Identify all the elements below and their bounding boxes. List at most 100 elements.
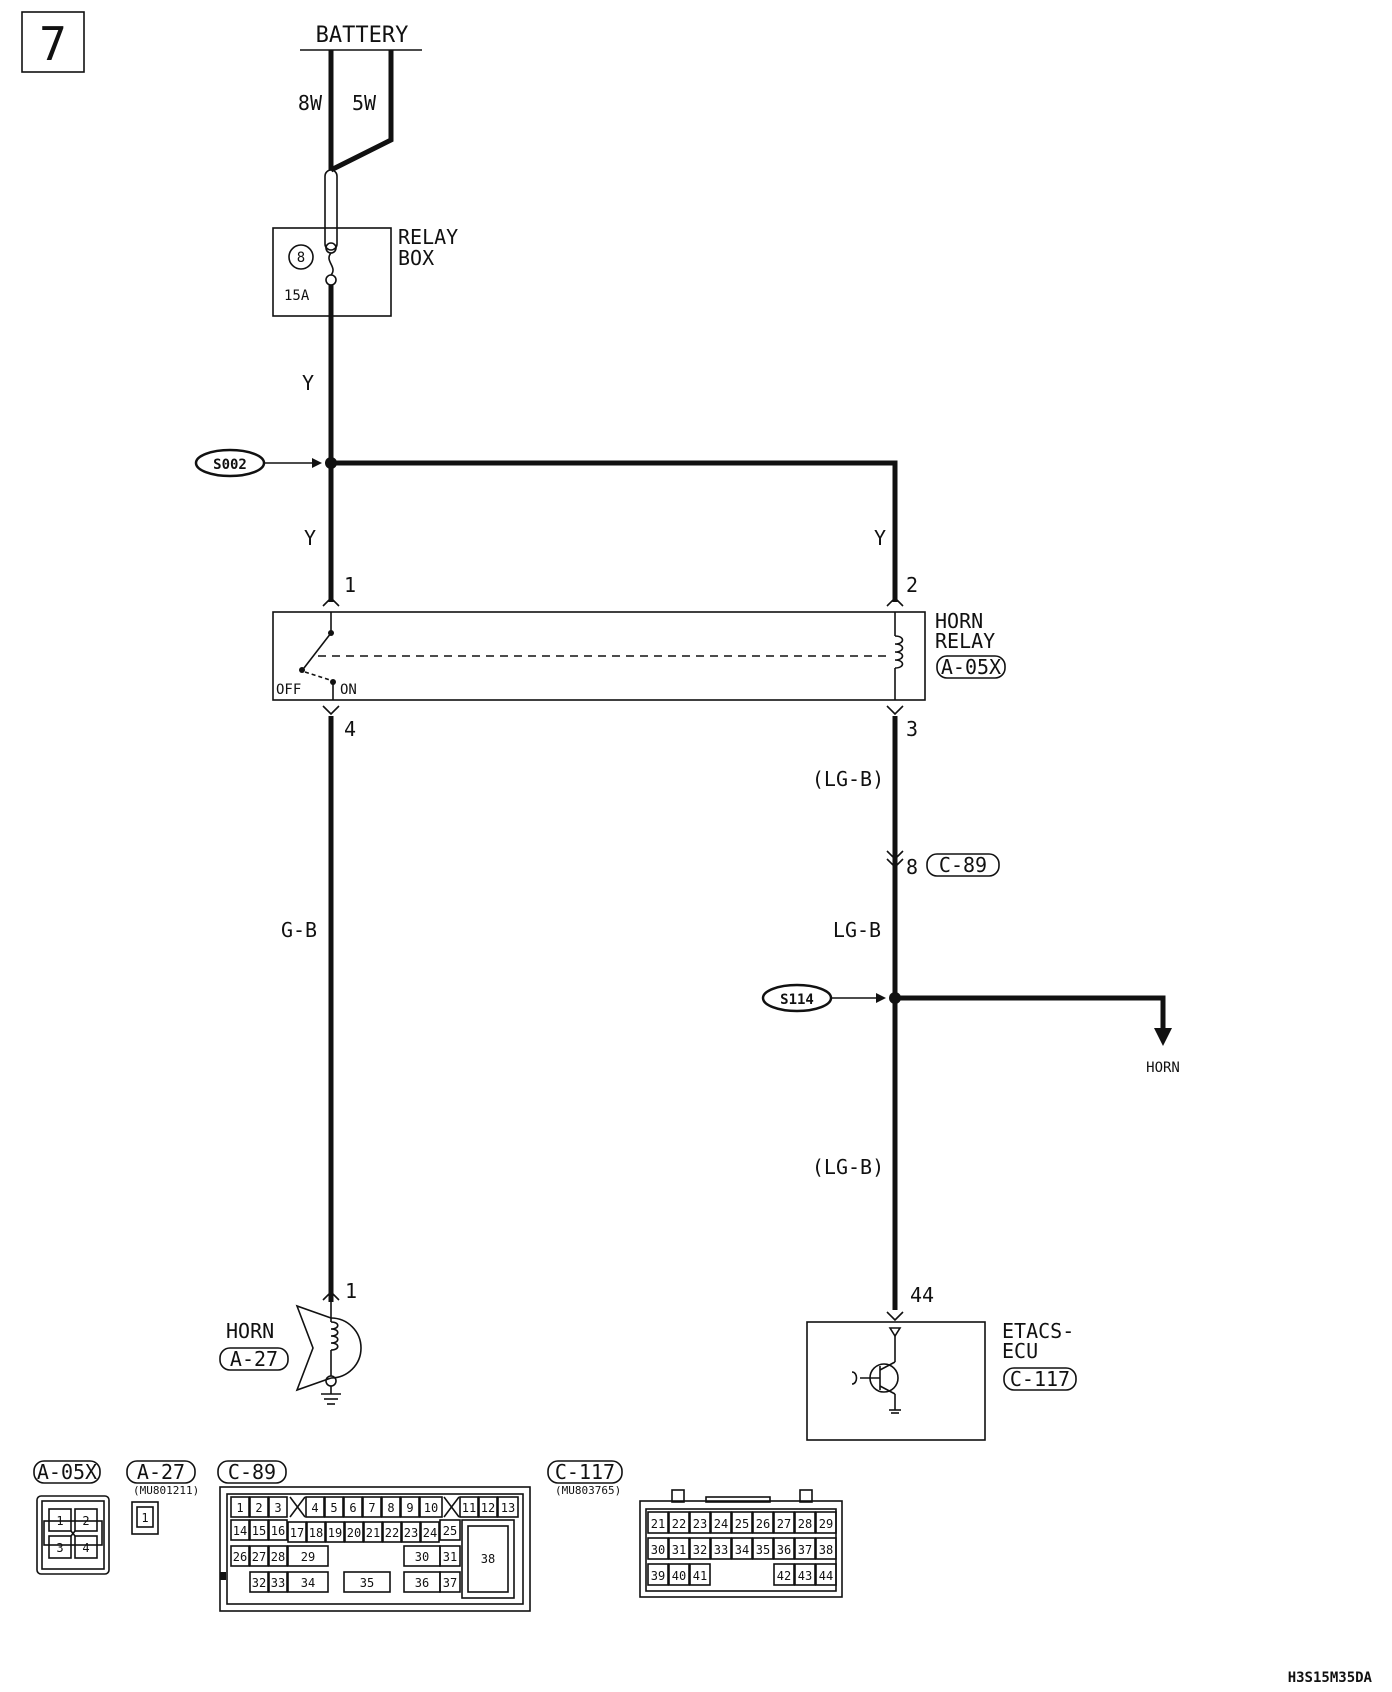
relay-box-label-2: BOX <box>398 246 434 270</box>
c89-pin: 19 <box>328 1526 342 1540</box>
c117-pin: 22 <box>672 1517 686 1531</box>
c117-pin: 41 <box>693 1569 707 1583</box>
c89-pin: 1 <box>236 1501 243 1515</box>
a05x-connector-face <box>36 1495 110 1575</box>
wire-y-branch <box>331 460 898 602</box>
c89-pin: 7 <box>368 1501 375 1515</box>
c89-title-badge <box>217 1460 287 1484</box>
relay-pin-2: 2 <box>906 573 918 597</box>
a05x-pin: 3 <box>56 1541 63 1555</box>
c117-pin: 32 <box>693 1543 707 1557</box>
etacs-connector: C-117 <box>1010 1367 1070 1391</box>
c89-title: C-89 <box>228 1460 276 1484</box>
c117-pin: 21 <box>651 1517 665 1531</box>
connector-chevron-pin1 <box>322 596 340 607</box>
relay-pin-3: 3 <box>906 717 918 741</box>
wire-label-lgb-2: LG-B <box>833 918 881 942</box>
c117-title-badge <box>547 1460 623 1484</box>
wire-label-y-right: Y <box>874 526 886 550</box>
a05x-pin: 4 <box>82 1541 89 1555</box>
relay-switch-throw <box>304 671 331 681</box>
c89-pin: 13 <box>501 1501 515 1515</box>
fusible-link <box>324 169 338 251</box>
connector-chevron-horn <box>322 1290 340 1301</box>
relay-coil <box>894 635 904 669</box>
c117-row-2 <box>647 1537 837 1560</box>
c89-pin: 36 <box>415 1576 429 1590</box>
c89-pin: 24 <box>423 1526 437 1540</box>
c89-pin: 35 <box>360 1576 374 1590</box>
c89-pin: 26 <box>233 1550 247 1564</box>
c117-pin: 29 <box>819 1517 833 1531</box>
horn-relay-label-2: RELAY <box>935 629 995 653</box>
relay-on-label: ON <box>340 682 357 698</box>
fuse-terminal-bottom <box>325 274 337 286</box>
c89-pin: 28 <box>271 1550 285 1564</box>
page-number-box <box>21 11 85 73</box>
c89-pin: 27 <box>252 1550 266 1564</box>
horn-label: HORN <box>226 1319 274 1343</box>
c89-pin: 6 <box>349 1501 356 1515</box>
a05x-pin: 2 <box>82 1514 89 1528</box>
fuse-rating: 15A <box>284 288 310 304</box>
splice-s002-arrowhead <box>312 458 322 468</box>
transistor-icon <box>851 1327 902 1414</box>
c117-pin: 33 <box>714 1543 728 1557</box>
wire-label-lgb-3: (LG-B) <box>812 1155 884 1179</box>
etacs-label-1: ETACS- <box>1002 1319 1074 1343</box>
etacs-connector-badge <box>1003 1367 1077 1391</box>
c89-pin: 23 <box>404 1526 418 1540</box>
c89-pin: 14 <box>233 1524 247 1538</box>
c89-row-3 <box>230 1545 461 1567</box>
c89-pin: 4 <box>311 1501 318 1515</box>
c117-pin: 31 <box>672 1543 686 1557</box>
page-code: H3S15M35DA <box>1288 1670 1373 1686</box>
a27-title-badge <box>126 1460 196 1484</box>
c89-pin: 20 <box>347 1526 361 1540</box>
c89-pin: 3 <box>274 1501 281 1515</box>
etacs-pin: 44 <box>910 1283 934 1307</box>
c89-pin: 29 <box>301 1550 315 1564</box>
horn-relay-box <box>272 611 926 701</box>
c89-pin: 10 <box>424 1501 438 1515</box>
c89-pin: 16 <box>271 1524 285 1538</box>
c89-pin: 2 <box>255 1501 262 1515</box>
connector-chevron-pin3 <box>886 705 904 716</box>
fuse-element <box>328 252 334 276</box>
c89-row-2 <box>230 1519 461 1543</box>
horn-relay-label-1: HORN <box>935 609 983 633</box>
page-number: 7 <box>39 17 67 71</box>
c89-pin: 31 <box>443 1550 457 1564</box>
horn-connector-badge <box>219 1347 289 1371</box>
c117-pin: 44 <box>819 1569 833 1583</box>
c117-pin: 39 <box>651 1569 665 1583</box>
c89-row-1 <box>230 1496 519 1518</box>
c117-pin: 38 <box>819 1543 833 1557</box>
c117-pin: 43 <box>798 1569 812 1583</box>
a27-part-number: (MU801211) <box>133 1484 199 1497</box>
a27-pin-cavity <box>136 1506 154 1528</box>
c117-pin: 23 <box>693 1517 707 1531</box>
connector-chevron-pin2 <box>886 596 904 607</box>
c89-pin: 21 <box>366 1526 380 1540</box>
splice-s114-label: S114 <box>780 992 814 1008</box>
horn-icon <box>295 1302 362 1405</box>
wire-label-y-top: Y <box>302 371 314 395</box>
wire-label-y-left: Y <box>304 526 316 550</box>
wire-label-8w: 8W <box>298 91 323 115</box>
a05x-title-badge <box>33 1460 101 1484</box>
relay-pin-4: 4 <box>344 717 356 741</box>
junction-pin: 8 <box>906 855 918 879</box>
splice-s002-label: S002 <box>213 457 247 473</box>
c89-pin: 17 <box>290 1526 304 1540</box>
c117-pin: 40 <box>672 1569 686 1583</box>
fuse-number: 8 <box>297 250 305 266</box>
connector-chevron-c89-top <box>886 850 904 861</box>
wire-label-gb: G-B <box>281 918 317 942</box>
c117-pin: 30 <box>651 1543 665 1557</box>
c89-pin: 11 <box>462 1501 476 1515</box>
c89-pin: 5 <box>330 1501 337 1515</box>
c89-pin: 30 <box>415 1550 429 1564</box>
relay-contact-off <box>299 667 305 673</box>
